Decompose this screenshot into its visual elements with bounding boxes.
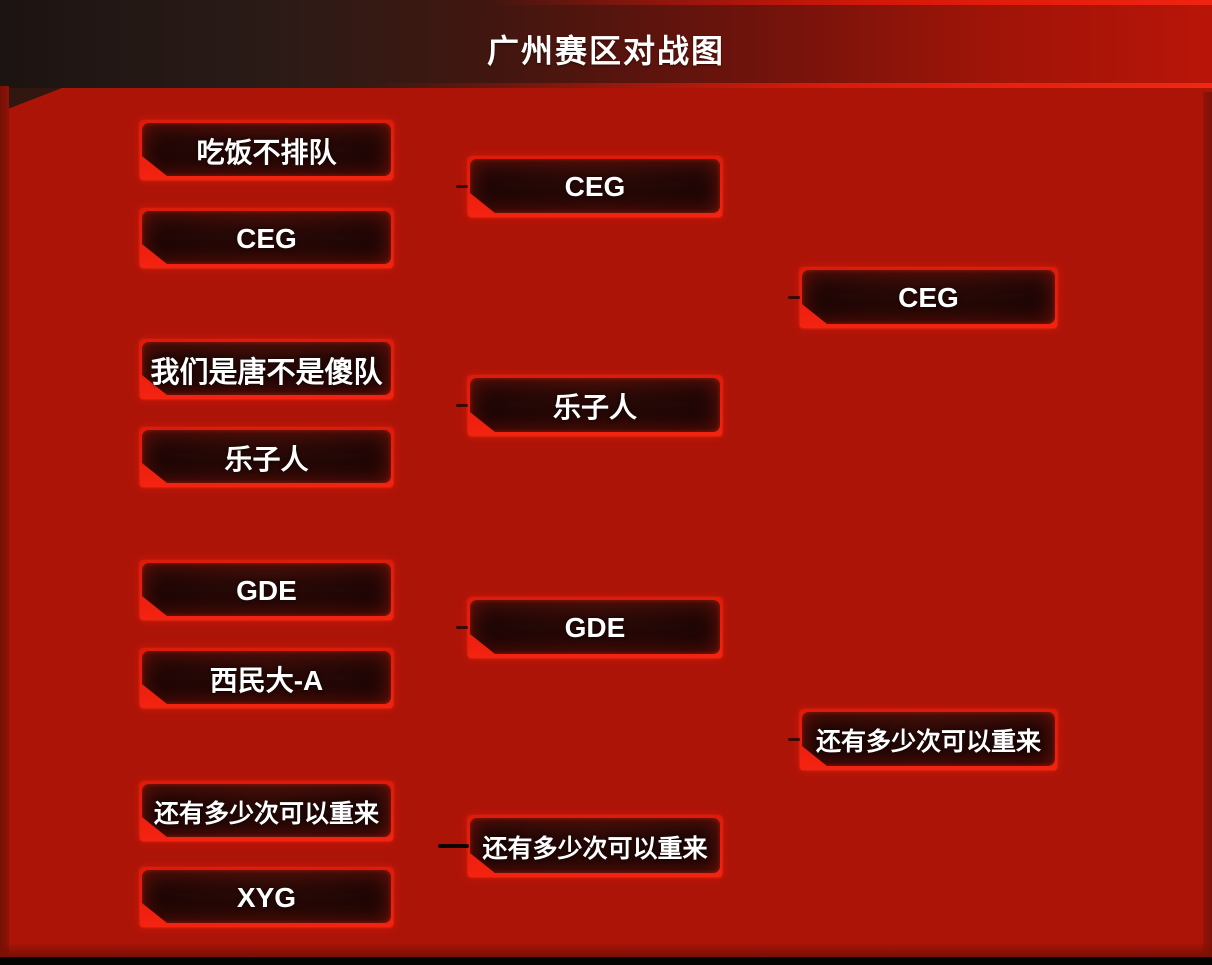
- team-box-round1-seed4[interactable]: 乐子人: [140, 428, 393, 487]
- connector-stub: [788, 738, 800, 741]
- team-box-corner-accent: [142, 870, 391, 923]
- header-fold-decor: [0, 88, 62, 112]
- team-box-corner-accent: [142, 342, 391, 395]
- team-box-round1-seed5[interactable]: GDE: [140, 561, 393, 620]
- team-box-round1-seed7[interactable]: 还有多少次可以重来: [140, 782, 393, 841]
- team-name: CEG: [236, 222, 297, 254]
- connector-dash: [438, 844, 469, 848]
- team-box-round1-seed2[interactable]: CEG: [140, 209, 393, 268]
- connector-stub: [456, 185, 468, 188]
- team-name: 还有多少次可以重来: [153, 799, 379, 828]
- team-box-round2-match2[interactable]: 乐子人: [468, 376, 722, 436]
- team-box-corner-accent: [470, 159, 720, 213]
- team-box-corner-accent: [142, 123, 391, 176]
- team-box-corner-accent: [470, 818, 720, 873]
- team-name: GDE: [564, 612, 626, 643]
- team-box-corner-accent: [142, 430, 391, 483]
- team-box-round2-match3[interactable]: GDE: [468, 598, 722, 658]
- connector-stub: [456, 404, 468, 407]
- team-box-corner-accent: [142, 563, 391, 616]
- team-name: GDE: [236, 574, 297, 606]
- team-box-round3-semi2[interactable]: 还有多少次可以重来: [800, 710, 1057, 770]
- header-top-highlight: [0, 0, 1212, 5]
- header-bar: 广州赛区对战图: [0, 0, 1212, 88]
- connector-stub: [456, 626, 468, 629]
- team-name: 我们是唐不是傻队: [150, 356, 383, 389]
- team-name: 乐子人: [224, 443, 309, 475]
- team-box-corner-accent: [142, 784, 391, 837]
- team-name: 吃饭不排队: [196, 136, 337, 168]
- team-name: CEG: [898, 282, 959, 313]
- team-box-corner-accent: [142, 211, 391, 264]
- bottom-black-strip: [0, 957, 1212, 965]
- team-name: 乐子人: [552, 392, 637, 423]
- team-name: XYG: [236, 881, 297, 913]
- team-box-round2-match1[interactable]: CEG: [468, 157, 722, 217]
- right-edge-decor: [1203, 92, 1212, 957]
- team-box-corner-accent: [142, 651, 391, 704]
- page-title: 广州赛区对战图: [486, 33, 725, 69]
- team-name: 还有多少次可以重来: [815, 728, 1041, 756]
- team-box-round1-seed3[interactable]: 我们是唐不是傻队: [140, 340, 393, 399]
- team-box-round1-seed1[interactable]: 吃饭不排队: [140, 121, 393, 180]
- team-box-corner-accent: [802, 270, 1055, 324]
- team-name: CEG: [564, 171, 626, 202]
- bottom-edge-decor: [0, 942, 1212, 957]
- team-box-round1-seed6[interactable]: 西民大-A: [140, 649, 393, 708]
- team-box-corner-accent: [470, 600, 720, 654]
- team-box-corner-accent: [470, 378, 720, 432]
- header-bottom-highlight: [0, 83, 1212, 88]
- team-box-round1-seed8[interactable]: XYG: [140, 868, 393, 927]
- team-name: 还有多少次可以重来: [482, 834, 708, 863]
- team-box-round3-semi1[interactable]: CEG: [800, 268, 1057, 328]
- team-box-corner-accent: [802, 712, 1055, 766]
- connector-stub: [788, 296, 800, 299]
- left-edge-decor: [0, 86, 9, 957]
- team-name: 西民大-A: [209, 664, 324, 696]
- team-box-round2-match4[interactable]: 还有多少次可以重来: [468, 816, 722, 877]
